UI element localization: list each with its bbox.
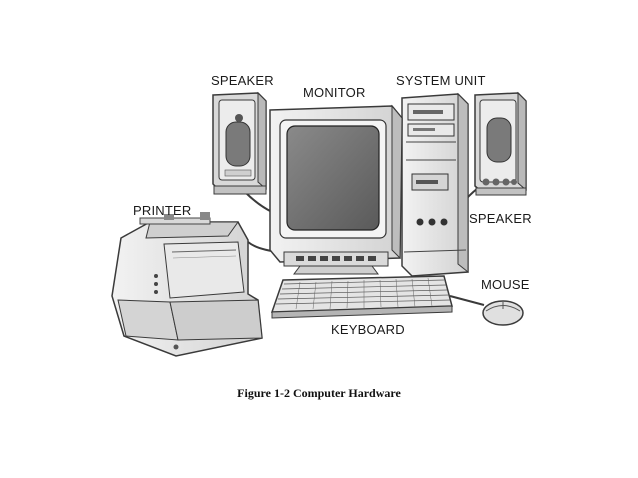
label-speaker-right: SPEAKER — [469, 211, 532, 226]
figure-caption: Figure 1-2 Computer Hardware — [237, 386, 401, 400]
speaker-right — [474, 91, 527, 196]
label-keyboard: KEYBOARD — [331, 322, 405, 337]
keyboard — [270, 275, 453, 319]
monitor-controls — [296, 256, 376, 261]
monitor — [269, 104, 403, 275]
label-mouse: MOUSE — [481, 277, 530, 292]
printer — [111, 212, 263, 357]
cable-mouse — [449, 295, 485, 306]
speaker-left — [212, 91, 267, 195]
system-unit — [401, 92, 469, 277]
label-system-unit: SYSTEM UNIT — [396, 73, 486, 88]
label-monitor: MONITOR — [303, 85, 366, 100]
label-printer: PRINTER — [133, 203, 192, 218]
label-speaker-left: SPEAKER — [211, 73, 274, 88]
mouse — [482, 300, 524, 326]
cable-speaker-left — [244, 191, 273, 213]
